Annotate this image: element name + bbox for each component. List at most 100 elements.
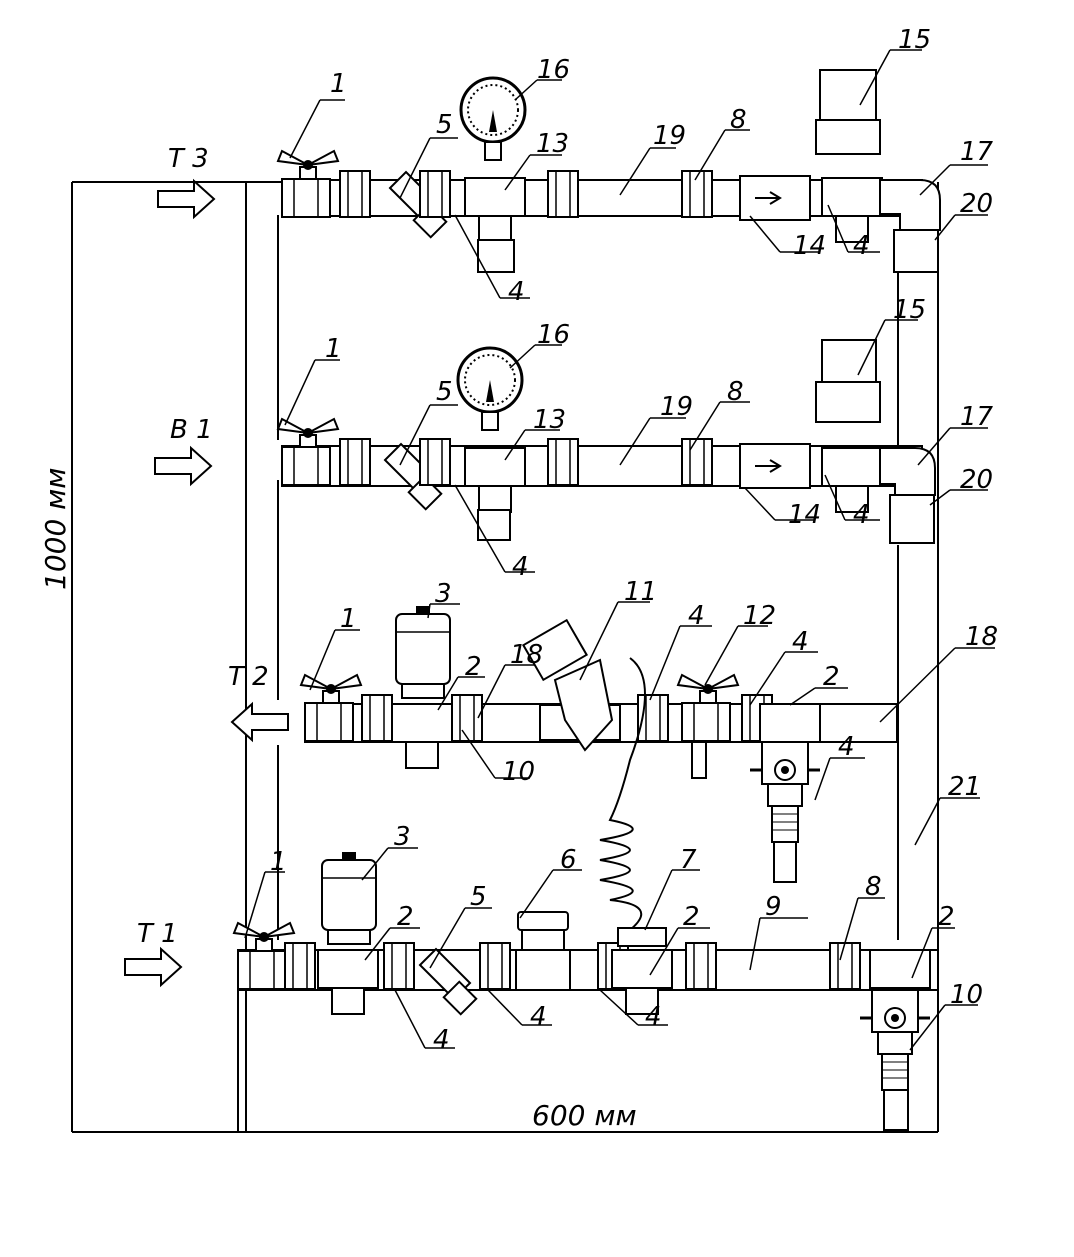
callout-leader-line	[749, 651, 786, 706]
callout-leader-line	[909, 1004, 946, 1051]
callout-number: 1	[270, 847, 287, 877]
pipe-row-t3	[277, 69, 941, 273]
frame	[71, 181, 939, 1133]
callout-number: 11	[624, 577, 657, 607]
callout-number: 8	[730, 105, 747, 135]
callout-number: 7	[680, 845, 697, 875]
callout-number: 10	[502, 757, 535, 787]
callout-number: 3	[435, 579, 452, 609]
callout-number: 4	[853, 231, 870, 261]
callout-leader-line	[744, 487, 776, 521]
callout-number: 18	[965, 622, 998, 652]
callout-leader-line	[929, 489, 951, 506]
callout-leader-line	[579, 601, 619, 681]
callout-leader-line	[509, 344, 536, 369]
callout-leader-line	[911, 927, 933, 979]
callout-number: 9	[765, 892, 782, 922]
callout-number: 4	[688, 601, 705, 631]
callout-number: 21	[948, 772, 981, 802]
pipe-row-b1	[277, 339, 936, 544]
callout-leader-line	[859, 49, 891, 106]
callout-leader-line	[514, 79, 538, 101]
callout-number: 5	[436, 110, 453, 140]
arrow-t3-icon	[157, 180, 215, 218]
pipe-row-t2	[300, 605, 898, 931]
callout-leader-line	[814, 757, 831, 801]
callout-leader-line	[857, 319, 886, 376]
inlet-label-t3: Т 3	[168, 144, 209, 174]
callout-number: 4	[530, 1002, 547, 1032]
callout-leader-line	[644, 869, 673, 931]
callout-leader-line	[289, 99, 321, 159]
callout-leader-line	[454, 484, 506, 573]
callout-leader-line	[917, 427, 951, 466]
callout-leader-line	[689, 401, 721, 451]
callout-leader-line	[487, 989, 523, 1026]
dimension-height: 1000 мм	[39, 468, 72, 590]
callout-leader-line	[879, 647, 956, 723]
callout-leader-line	[619, 417, 651, 466]
callout-number: 4	[433, 1025, 450, 1055]
callout-number: 2	[938, 902, 955, 932]
callout-number: 1	[340, 604, 357, 634]
callout-leader-line	[919, 164, 951, 196]
callout-leader-line	[599, 989, 639, 1026]
callout-number: 2	[823, 662, 840, 692]
callout-number: 8	[865, 872, 882, 902]
callout-leader-line	[704, 625, 739, 686]
callout-number: 1	[325, 334, 342, 364]
callout-leader-line	[427, 603, 431, 619]
callout-leader-line	[827, 204, 849, 253]
callout-leader-line	[244, 871, 266, 939]
callout-leader-line	[694, 129, 726, 181]
callout-leader-line	[477, 664, 506, 719]
callout-leader-line	[649, 927, 679, 976]
callout-number: 19	[653, 121, 686, 151]
callout-number: 6	[560, 845, 577, 875]
callout-leader-line	[619, 147, 651, 196]
callout-number: 20	[960, 465, 993, 495]
pipe-row-t1	[233, 851, 939, 1131]
callout-leader-line	[309, 629, 336, 691]
arrow-t2-icon	[231, 703, 289, 741]
callout-leader-line	[504, 429, 526, 461]
callout-leader-line	[454, 214, 501, 299]
callout-leader-line	[519, 869, 554, 919]
callout-number: 16	[537, 320, 570, 350]
callout-number: 17	[960, 402, 994, 432]
callout-leader-line	[839, 897, 859, 961]
callout-leader-line	[437, 676, 459, 711]
callout-number: 16	[537, 55, 570, 85]
arrow-b1-icon	[154, 447, 212, 485]
arrow-t1-icon	[124, 948, 182, 986]
callout-leader-line	[934, 214, 956, 241]
callout-leader-line	[649, 625, 681, 701]
callout-number: 4	[792, 627, 809, 657]
callout-leader-line	[749, 215, 781, 253]
callout-number: 4	[838, 732, 855, 762]
inlet-label-b1: В 1	[170, 415, 213, 445]
callout-leader-line	[461, 729, 496, 779]
callout-number: 4	[508, 277, 525, 307]
callout-leader-line	[394, 989, 426, 1049]
callout-leader-line	[361, 847, 389, 881]
callout-number: 15	[893, 295, 926, 325]
callout-number: 5	[470, 882, 487, 912]
callout-number: 15	[898, 25, 931, 55]
callout-leader-line	[429, 907, 466, 969]
callout-leader-line	[914, 797, 941, 846]
callout-number: 8	[727, 377, 744, 407]
callout-leader-line	[284, 359, 316, 426]
callout-number: 4	[645, 1002, 662, 1032]
callout-number: 3	[394, 822, 411, 852]
callout-number: 5	[436, 377, 453, 407]
callout-number: 13	[536, 129, 569, 159]
callout-number: 1	[330, 69, 347, 99]
callout-number: 18	[510, 640, 543, 670]
callout-number: 17	[960, 137, 994, 167]
callout-number: 20	[960, 189, 993, 219]
callout-leader-line	[399, 137, 431, 199]
callout-number: 13	[533, 405, 566, 435]
